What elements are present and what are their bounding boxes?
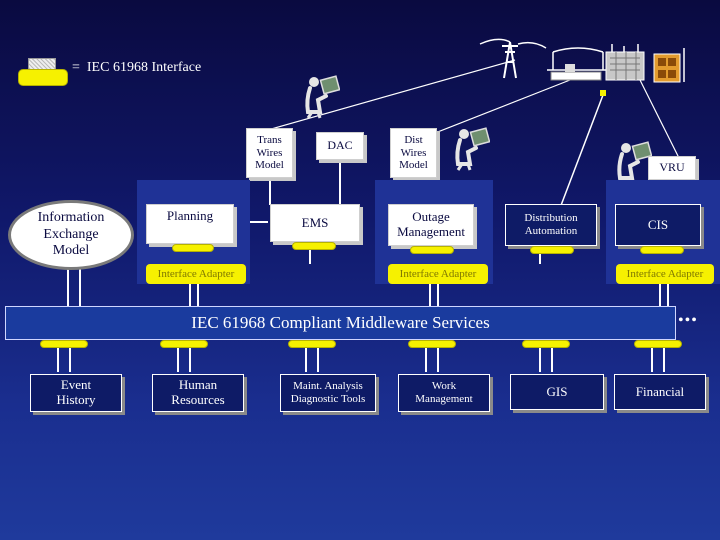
legend-label: = IEC 61968 Interface — [72, 60, 202, 75]
information-exchange-model[interactable]: Information Exchange Model — [8, 200, 134, 270]
distribution-automation-box[interactable]: Distribution Automation — [505, 204, 597, 246]
dist-wires-model-box[interactable]: Dist Wires Model — [390, 128, 437, 178]
interface-connector — [640, 246, 684, 254]
dac-box[interactable]: DAC — [316, 132, 364, 160]
meter-icon — [653, 48, 685, 83]
interface-adapter-left: Interface Adapter — [146, 264, 246, 284]
planning-box[interactable]: Planning — [146, 204, 234, 244]
vru-box[interactable]: VRU — [648, 156, 696, 180]
middleware-bus-label: IEC 61968 Compliant Middleware Services — [191, 313, 490, 332]
substation-icon — [605, 44, 645, 81]
ems-box[interactable]: EMS — [270, 204, 360, 242]
computer-operator-icon — [305, 75, 340, 119]
interface-connector — [172, 244, 214, 252]
interface-connector — [288, 340, 336, 348]
trans-wires-model-box[interactable]: Trans Wires Model — [246, 128, 293, 178]
interface-connector — [292, 242, 336, 250]
interface-adapter-middle: Interface Adapter — [388, 264, 488, 284]
field-connector — [600, 90, 606, 96]
interface-connector — [634, 340, 682, 348]
event-history-box[interactable]: Event History — [30, 374, 122, 412]
computer-operator-icon — [617, 141, 652, 185]
interface-connector — [522, 340, 570, 348]
interface-connector — [410, 246, 454, 254]
financial-box[interactable]: Financial — [614, 374, 706, 410]
interface-connector — [408, 340, 456, 348]
outage-management-box[interactable]: Outage Management — [388, 204, 474, 246]
more-ellipsis: ••• — [678, 312, 698, 329]
gis-box[interactable]: GIS — [510, 374, 604, 410]
legend: = IEC 61968 Interface — [18, 56, 258, 86]
maint-analysis-box[interactable]: Maint. Analysis Diagnostic Tools — [280, 374, 376, 412]
cis-box[interactable]: CIS — [615, 204, 701, 246]
legend-interface-symbol — [18, 56, 68, 86]
interface-connector — [160, 340, 208, 348]
work-management-box[interactable]: Work Management — [398, 374, 490, 412]
transmission-tower-icon — [479, 38, 547, 79]
interface-adapter-right: Interface Adapter — [616, 264, 714, 284]
computer-operator-icon — [455, 127, 490, 171]
power-line-icon — [547, 47, 613, 81]
interface-connector — [40, 340, 88, 348]
interface-connector — [530, 246, 574, 254]
middleware-bus: IEC 61968 Compliant Middleware Services — [5, 306, 676, 340]
human-resources-box[interactable]: Human Resources — [152, 374, 244, 412]
